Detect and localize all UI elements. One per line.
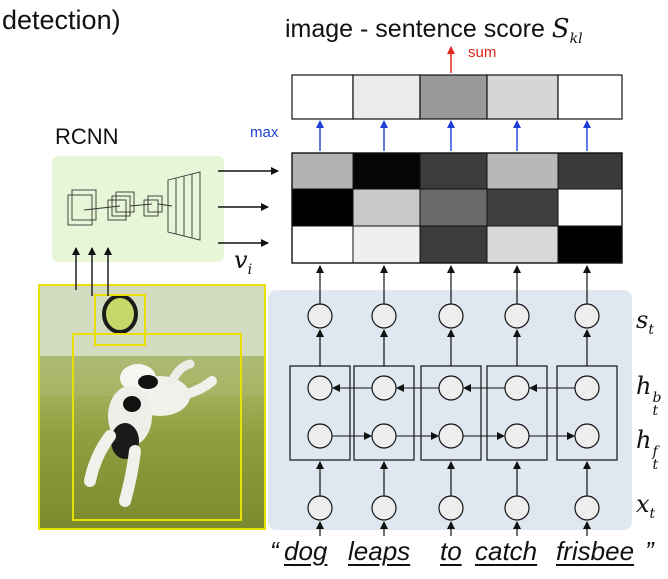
heading-fragment: detection): [2, 5, 121, 35]
dog-photo-image: [38, 284, 266, 530]
matrix-cell: [486, 188, 559, 227]
score-cell: [419, 74, 488, 120]
forward-hidden-node: [504, 423, 530, 449]
score-cell: [486, 74, 559, 120]
input-node: [371, 495, 397, 521]
bidirectional-cell-box: [556, 365, 618, 461]
max-label: max: [250, 124, 279, 141]
score-row: [291, 74, 623, 120]
matrix-cell: [419, 225, 488, 264]
backward-hidden-node: [574, 375, 600, 401]
score-cell: [291, 74, 354, 120]
output-node: [438, 303, 464, 329]
matrix-cell: [291, 188, 354, 227]
sum-label: sum: [468, 44, 497, 61]
dog-photo-drawing: [40, 286, 264, 521]
matrix-cell: [291, 152, 354, 190]
score-title-text: image - sentence score: [285, 15, 552, 43]
input-node: [307, 495, 333, 521]
forward-hidden-node: [438, 423, 464, 449]
matrix-cell: [486, 152, 559, 190]
forward-hidden-node: [307, 423, 333, 449]
forward-hidden-node: [371, 423, 397, 449]
v-label: vi: [234, 246, 253, 278]
backward-hidden-node: [438, 375, 464, 401]
matrix-cell: [352, 152, 421, 190]
matrix-cell: [557, 152, 623, 190]
backward-hidden-node: [307, 375, 333, 401]
s-label: st: [636, 306, 654, 338]
score-title: image - sentence score Skl: [285, 14, 583, 54]
bidirectional-cell-box: [486, 365, 548, 461]
close-quote: ”: [645, 536, 654, 566]
input-node: [438, 495, 464, 521]
x-label: xt: [636, 490, 656, 522]
input-node: [504, 495, 530, 521]
matrix-cell: [419, 188, 488, 227]
output-node: [371, 303, 397, 329]
output-node: [504, 303, 530, 329]
word-to: to: [440, 536, 462, 566]
output-node: [307, 303, 333, 329]
bidirectional-cell-box: [289, 365, 351, 461]
bidirectional-cell-box: [353, 365, 415, 461]
matrix-cell: [291, 225, 354, 264]
score-cell: [557, 74, 623, 120]
rcnn-box: [52, 156, 224, 262]
word-catch: catch: [475, 536, 538, 566]
backward-hidden-node: [371, 375, 397, 401]
input-node: [574, 495, 600, 521]
matrix-cell: [557, 188, 623, 227]
cnn-layers-icon: [67, 171, 201, 241]
score-cell: [352, 74, 421, 120]
matrix-cell: [486, 225, 559, 264]
matrix-cell: [557, 225, 623, 264]
output-node: [574, 303, 600, 329]
word-frisbee: frisbee: [556, 536, 635, 566]
bidirectional-cell-box: [420, 365, 482, 461]
rcnn-label: RCNN: [55, 124, 119, 149]
open-quote: “: [270, 536, 279, 566]
matrix-cell: [352, 225, 421, 264]
max-arrows: [316, 120, 591, 151]
forward-hidden-node: [574, 423, 600, 449]
score-symbol: Skl: [551, 14, 583, 48]
matrix-cell: [419, 152, 488, 190]
word-dog: dog: [284, 536, 328, 566]
similarity-matrix: [291, 152, 623, 264]
matrix-cell: [352, 188, 421, 227]
backward-hidden-node: [504, 375, 530, 401]
word-leaps: leaps: [348, 536, 411, 566]
rnn-network: [289, 265, 618, 536]
